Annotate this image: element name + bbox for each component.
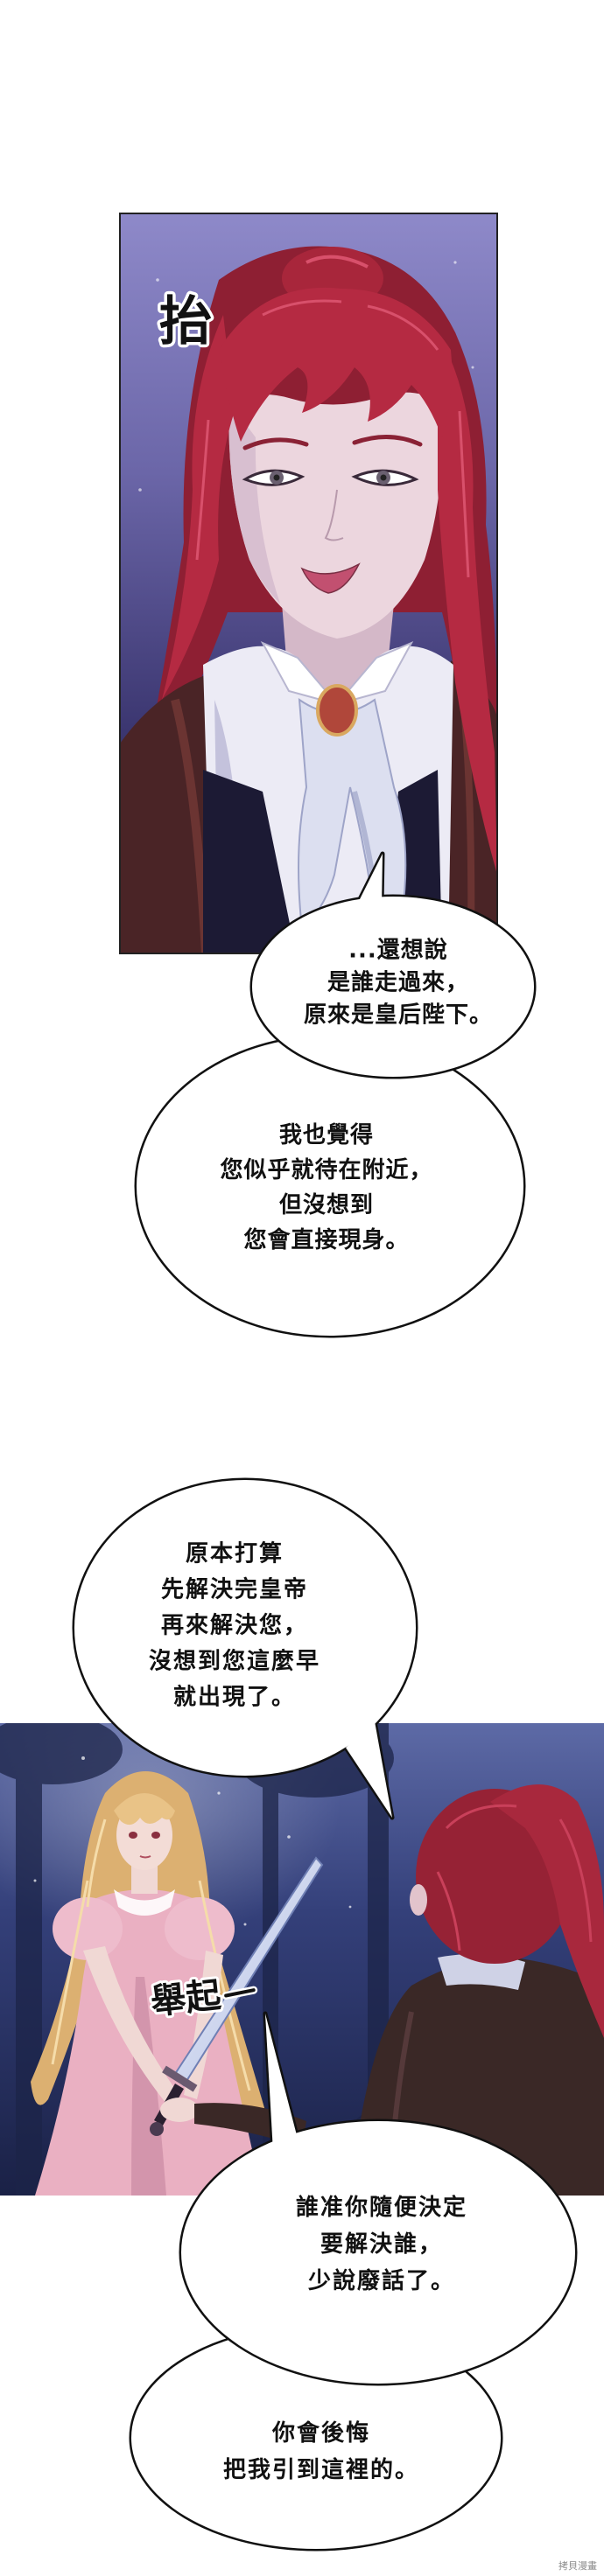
man-bangs: [219, 287, 453, 442]
bubble-line: 我也覺得: [278, 1122, 375, 1148]
sfx-raise: 舉起: [149, 1975, 223, 2022]
panel-1: 抬: [120, 213, 497, 953]
speech-bubble-4: [179, 2011, 578, 2386]
hand: [160, 2098, 199, 2122]
bubble-line: 誰准你隨便決定: [295, 2195, 468, 2221]
man-face: [228, 392, 443, 639]
man-brooch: [316, 684, 358, 736]
bubble-line: 你會後悔: [271, 2420, 371, 2447]
man-back-hair-highlights: [436, 1804, 593, 1951]
bubble-line: 把我引到這裡的。: [222, 2457, 420, 2483]
man-eyebrow-right: [352, 434, 423, 447]
woman-hair-highlights: [51, 1819, 251, 2091]
bubble-line: 沒想到您這麼早: [148, 1648, 321, 1675]
man-nose: [324, 489, 344, 541]
woman-sleeve-right: [165, 1897, 235, 1960]
woman-lace-collar: [114, 1889, 175, 1916]
bubble-line: 先解決完皇帝: [160, 1576, 309, 1603]
bubble-line: 原來是皇后陛下。: [303, 1002, 494, 1029]
bubble-line: 原本打算: [185, 1540, 284, 1567]
bubble-line: 您會直接現身。: [243, 1227, 410, 1253]
man-back-ponytail: [490, 1784, 604, 2038]
speech-bubble-3-text: 原本打算 先解決完皇帝 再來解決您， 沒想到您這麼早 就出現了。: [149, 1537, 320, 1716]
bubble-line: 要解決誰，: [320, 2231, 444, 2258]
man-hair-left: [162, 315, 235, 700]
speech-bubble-2-text: 我也覺得 您似乎就待在附近， 但沒想到 您會直接現身。: [220, 1118, 432, 1258]
speech-bubble-4-text: 誰准你隨便決定 要解決誰， 少說廢話了。: [296, 2189, 467, 2300]
speech-bubble-1: [249, 851, 537, 1079]
watermark: 拷貝漫畫: [558, 2560, 597, 2572]
speech-bubble-1-text: ...還想說 是誰走過來， 原來是皇后陛下。: [304, 935, 493, 1032]
man-mouth: [300, 562, 361, 594]
bubble-line: 您似乎就待在附近，: [220, 1157, 433, 1183]
woman-sleeve-left: [53, 1897, 123, 1960]
red-haired-man: [120, 246, 497, 953]
bubble-line: ...還想說: [348, 937, 448, 964]
man-hair-right: [438, 332, 497, 875]
man-vest: [203, 770, 296, 953]
bubble-line: 是誰走過來，: [327, 969, 470, 996]
bubble-line: 就出現了。: [172, 1684, 297, 1711]
bubble-line: 少說廢話了。: [307, 2268, 456, 2294]
panel-2: 舉起: [0, 1723, 604, 2196]
man-eyebrow-left: [242, 437, 309, 450]
woman-arm-left: [83, 1946, 179, 2104]
sword-crossguard: [162, 2065, 198, 2092]
woman-hair-back: [31, 1771, 267, 2119]
bubble-line: 再來解決您，: [160, 1612, 309, 1639]
speech-bubble-3: [72, 1477, 418, 1820]
man-hair-highlights: [195, 299, 470, 578]
sword-pommel: [150, 2122, 164, 2136]
sfx-lift: 抬: [159, 291, 212, 353]
speech-bubble-2: [134, 1034, 526, 1338]
woman-bangs: [114, 1793, 175, 1826]
speech-bubble-5-text: 你會後悔 把我引到這裡的。: [223, 2415, 419, 2489]
panel-2-sparkles: [33, 1756, 352, 1926]
man-back-ear: [410, 1884, 427, 1916]
bubble-line: 但沒想到: [278, 1192, 375, 1218]
